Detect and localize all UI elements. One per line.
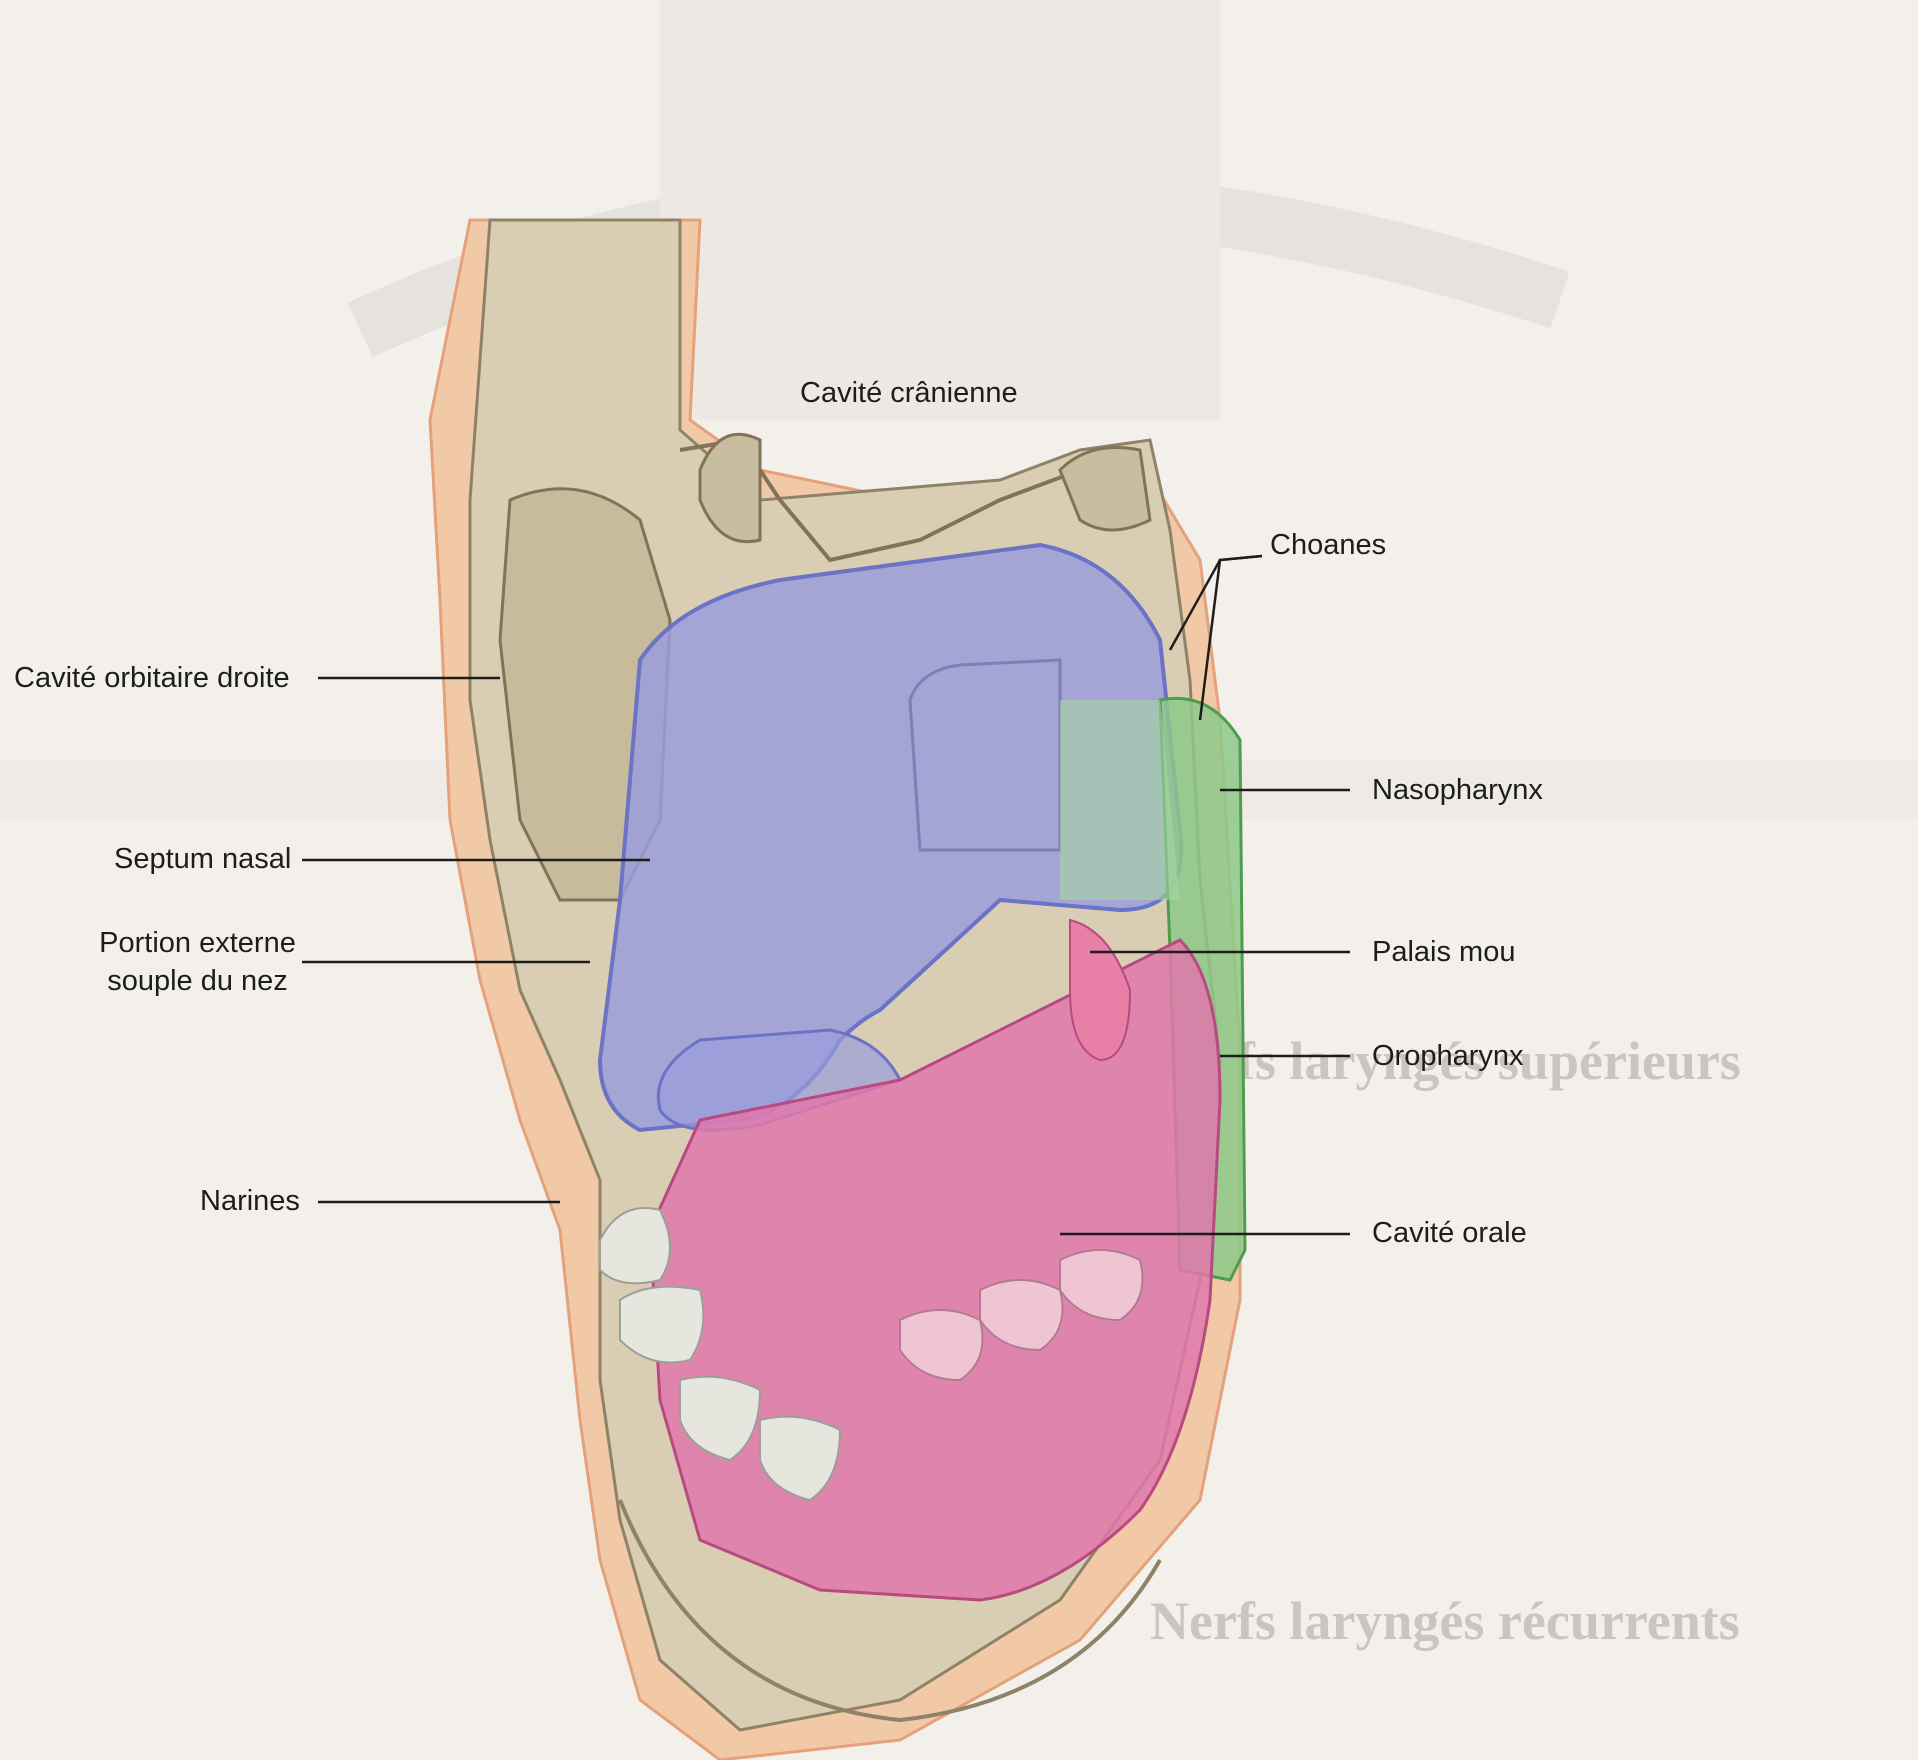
label-oral-cavity: Cavité orale [1372,1214,1527,1252]
label-external-nose-line2: souple du nez [90,962,305,1000]
label-choanae: Choanes [1270,526,1386,564]
label-soft-palate: Palais mou [1372,933,1515,971]
label-cranial-cavity: Cavité crânienne [800,374,1018,412]
label-nasopharynx: Nasopharynx [1372,771,1543,809]
label-external-nose-line1: Portion externe [90,924,305,962]
label-oropharynx: Oropharynx [1372,1037,1524,1075]
label-right-orbit: Cavité orbitaire droite [14,659,290,697]
label-nostrils: Narines [200,1182,300,1220]
label-nasal-septum: Septum nasal [114,840,291,878]
label-external-nose: Portion externe souple du nez [90,924,305,1000]
